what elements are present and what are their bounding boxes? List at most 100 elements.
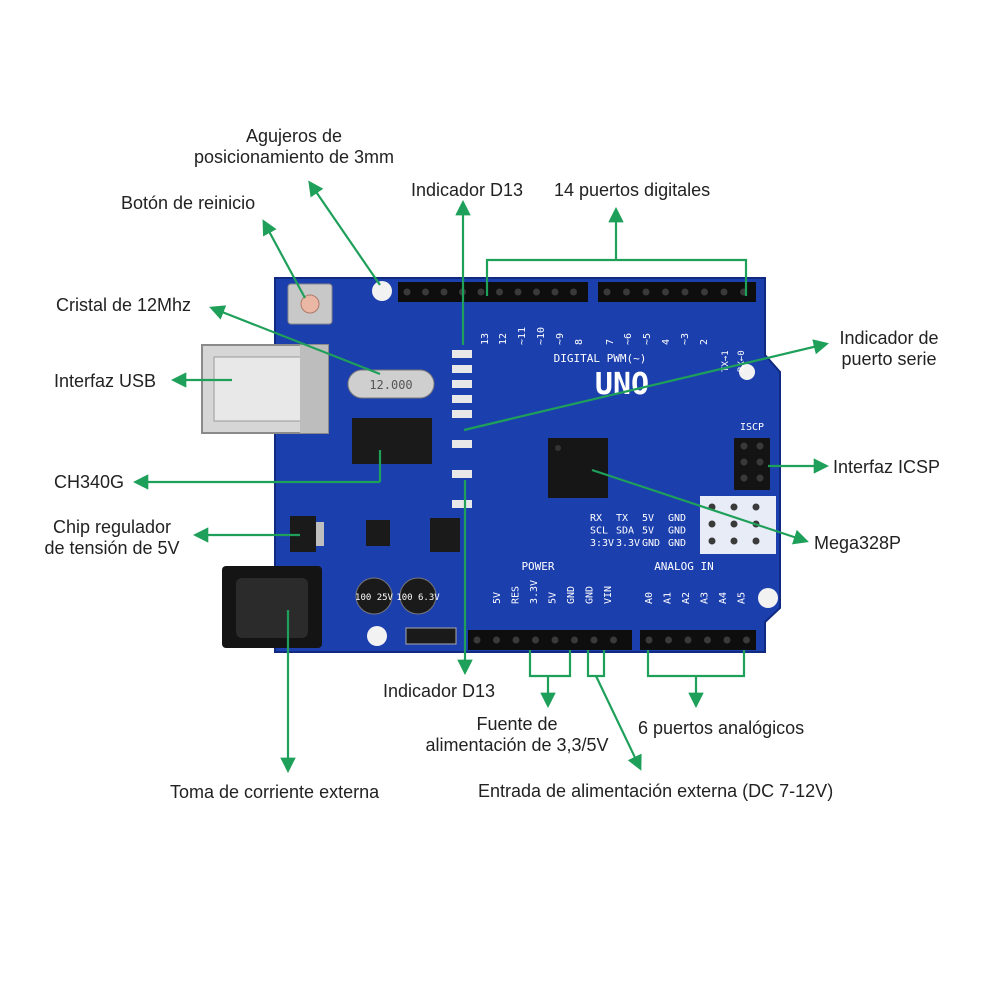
mounting-hole	[739, 364, 755, 380]
analog-pin-label: A0	[644, 592, 655, 604]
header-pin-hole	[477, 288, 485, 296]
header-pin-hole	[422, 288, 429, 296]
serial-grid-label: GND	[668, 526, 686, 537]
analog-bracket	[646, 650, 746, 678]
icsp-header	[734, 438, 770, 490]
serial-grid-label: 5V	[642, 513, 654, 524]
crystal-component: 12.000	[347, 369, 435, 399]
mega328p-chip	[548, 438, 608, 498]
crystal-text: 12.000	[369, 378, 412, 392]
serial-label: Indicador de puerto serie	[839, 328, 939, 369]
mounting-hole	[367, 626, 387, 646]
serial-grid-label: 5V	[642, 526, 654, 537]
supply-label: Fuente de alimentación de 3,3/5V	[425, 714, 609, 755]
serial-grid-label: 3.3V	[616, 538, 640, 549]
header-pin-hole	[603, 288, 611, 296]
serial-grid-label: GND	[668, 513, 686, 524]
power-pin-label: RES	[511, 586, 522, 604]
header-pin-hole	[512, 636, 520, 644]
reset-arrow	[262, 219, 306, 299]
power-pin-label: 3.3V	[529, 580, 540, 604]
header-pin-hole	[720, 288, 728, 296]
dc-jack	[222, 566, 322, 648]
mega-label: Mega328P	[814, 533, 902, 553]
header-pin-hole	[532, 636, 539, 644]
serial-grid-label: SDA	[616, 526, 634, 537]
tx-text: TX→1	[721, 350, 731, 372]
crystal-arrow	[209, 305, 381, 376]
vin-arrow	[595, 675, 642, 771]
header-pin-hole	[752, 537, 760, 545]
svg-text:100 6.3V: 100 6.3V	[396, 593, 440, 603]
power-header	[468, 630, 632, 650]
analog-header-text: ANALOG IN	[654, 560, 714, 573]
header-pin-hole	[662, 288, 669, 296]
header-pin-hole	[756, 458, 764, 466]
header-pin-hole	[723, 636, 731, 644]
header-pin-hole	[571, 636, 578, 644]
serial-grid-label: GND	[642, 538, 660, 549]
digital-pin-label: 12	[498, 333, 509, 345]
power-pin-label: VIN	[603, 586, 614, 604]
analog-header	[640, 630, 756, 650]
header-pin-hole	[681, 288, 689, 296]
digital-pin-label: 2	[699, 339, 710, 345]
header-pin-hole	[756, 474, 764, 482]
icsp-text: ISCP	[740, 422, 764, 433]
vin-bracket	[586, 650, 606, 678]
header-pin-hole	[493, 636, 500, 644]
digital-header-right	[598, 282, 756, 302]
header-pin-hole	[701, 288, 708, 296]
serial-grid-label: GND	[668, 538, 686, 549]
header-pin-hole	[743, 636, 750, 644]
header-pin-hole	[403, 288, 411, 296]
digital-pin-label: 4	[661, 339, 672, 345]
header-pin-hole	[756, 442, 764, 450]
power-pin-label: GND	[566, 586, 577, 604]
analog-pin-label: A5	[737, 592, 748, 604]
header-pin-hole	[610, 636, 617, 644]
digital-label: 14 puertos digitales	[554, 180, 711, 200]
analog-pin-label: A4	[718, 592, 729, 604]
header-pin-hole	[704, 636, 711, 644]
header-pin-hole	[708, 520, 716, 528]
header-pin-hole	[440, 288, 448, 296]
holes-label: Agujeros de posicionamiento de 3mm	[193, 126, 395, 167]
mounting-hole	[758, 588, 778, 608]
digital-pin-label: ~10	[536, 327, 547, 345]
mega-arrow	[591, 468, 809, 545]
led-column	[452, 350, 472, 508]
digital-header-left	[398, 282, 588, 302]
d13-top-label: Indicador D13	[411, 180, 524, 200]
digital-pin-label: 13	[480, 333, 491, 345]
serial-arrow	[463, 339, 829, 432]
analog-pin-label: A1	[663, 592, 674, 604]
capacitor: 100 25V	[355, 577, 394, 615]
digital-pin-label: 7	[605, 339, 616, 345]
serial-grid-label: 3:3V	[590, 538, 614, 549]
rx-text: RX←0	[737, 350, 747, 372]
svg-text:100 25V: 100 25V	[355, 593, 394, 603]
crystal-label: Cristal de 12Mhz	[56, 295, 192, 315]
header-pin-hole	[642, 288, 650, 296]
header-pin-hole	[730, 537, 738, 545]
serial-grid-label: RX	[590, 513, 602, 524]
header-pin-hole	[514, 288, 522, 296]
analog-pin-label: A3	[700, 592, 711, 604]
digital-pin-label: ~9	[555, 333, 566, 345]
usb-label: Interfaz USB	[54, 371, 157, 391]
power-pin-label: 5V	[492, 592, 503, 604]
holes-arrow	[308, 180, 381, 286]
header-pin-hole	[730, 503, 738, 511]
power-pin-label: 5V	[548, 592, 559, 604]
header-pin-hole	[740, 458, 748, 466]
header-pin-hole	[740, 474, 748, 482]
header-pin-hole	[473, 636, 481, 644]
serial-grid-label: TX	[616, 513, 628, 524]
vin-label: Entrada de alimentación externa (DC 7-12…	[478, 781, 834, 801]
icsp-label: Interfaz ICSP	[833, 457, 941, 477]
digital-pin-label: ~6	[623, 333, 634, 345]
digital-pin-label: 8	[574, 339, 585, 345]
